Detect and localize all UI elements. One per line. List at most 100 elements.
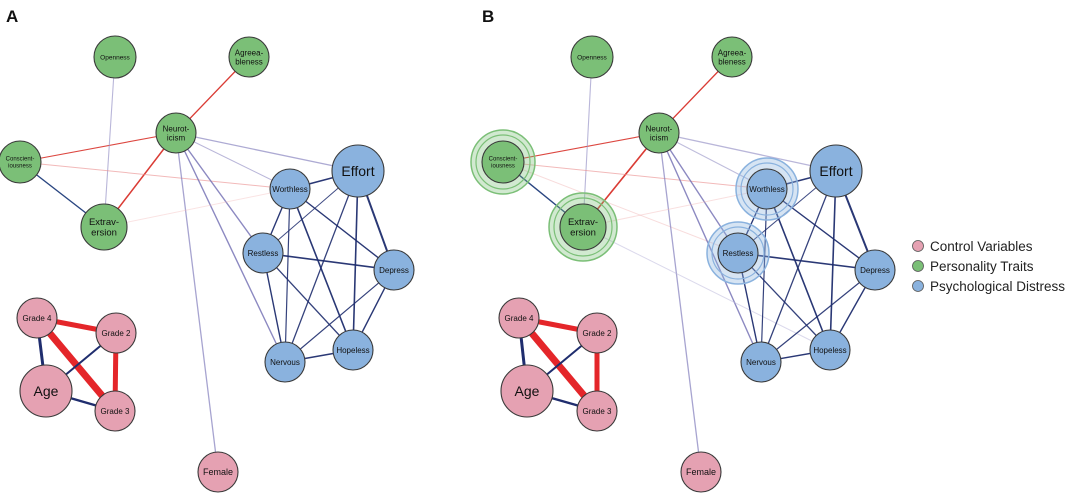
node-circle-grade3 (576, 390, 618, 432)
node-label-hopeless: Hopeless (336, 346, 369, 355)
edge-extra-hopeless (582, 226, 831, 351)
node-label-grade4: Grade 4 (23, 314, 52, 323)
node-label-neuro: icism (167, 133, 186, 142)
edge-worthless-depress (289, 188, 395, 271)
node-circle-nervous (264, 341, 306, 383)
node-label-worthless: Worthless (749, 185, 784, 194)
node-label-depress: Depress (379, 266, 409, 275)
node-neuro: Neurot-icism (155, 112, 197, 154)
edge-openness-extra (103, 56, 116, 228)
node-grade2: Grade 2 (95, 312, 137, 354)
legend-swatch-control (912, 240, 924, 252)
bridge-ring-worthless (740, 162, 794, 216)
node-hopeless: Hopeless (332, 329, 374, 371)
node-consc: Conscient-iousness (481, 140, 525, 184)
node-label-grade3: Grade 3 (101, 407, 130, 416)
node-label-extra: ersion (570, 228, 596, 239)
node-circle-grade4 (16, 297, 58, 339)
node-label-agree: bleness (718, 57, 746, 66)
edge-consc-worthless (502, 161, 768, 190)
edge-worthless-depress (766, 188, 876, 271)
node-restless: Restless (717, 232, 759, 274)
panel-label-a: A (6, 7, 18, 26)
node-neuro: Neurot-icism (638, 112, 680, 154)
node-circle-effort (809, 144, 863, 198)
node-label-consc: Conscient- (6, 157, 35, 163)
node-label-female: Female (203, 467, 233, 477)
edge-neuro-nervous (658, 132, 762, 363)
node-consc: Conscient-iousness (0, 140, 42, 184)
network-panel-a: Openness Agreea-blenessNeurot-icismConsci… (0, 35, 415, 493)
node-label-effort: Effort (819, 163, 852, 179)
node-female: Female (680, 451, 722, 493)
node-label-restless: Restless (723, 249, 754, 258)
node-label-depress: Depress (860, 266, 890, 275)
node-label-grade2: Grade 2 (102, 329, 131, 338)
edge-effort-hopeless (352, 170, 359, 351)
node-label-hopeless: Hopeless (813, 346, 846, 355)
bridge-ring-consc (475, 134, 531, 190)
node-circle-effort (331, 144, 385, 198)
edge-restless-hopeless (262, 252, 354, 351)
node-label-nervous: Nervous (746, 358, 776, 367)
node-label-grade4: Grade 4 (505, 314, 534, 323)
node-circle-age (19, 364, 73, 418)
node-circle-hopeless (332, 329, 374, 371)
node-worthless: Worthless (269, 168, 311, 210)
node-label-effort: Effort (341, 163, 374, 179)
node-circle-extra (80, 203, 128, 251)
edge-neuro-nervous (175, 132, 286, 363)
node-agree: Agreea-bleness (228, 36, 270, 78)
node-hopeless: Hopeless (809, 329, 851, 371)
node-label-neuro: icism (650, 133, 669, 142)
node-circle-female (197, 451, 239, 493)
node-extra: Extrav-ersion (80, 203, 128, 251)
edge-worthless-hopeless (289, 188, 354, 351)
node-age: Age (500, 364, 554, 418)
node-depress: Depress (373, 249, 415, 291)
legend: Control Variables Personality Traits Psy… (912, 239, 1065, 294)
node-nervous: Nervous (264, 341, 306, 383)
node-circle-openness (93, 35, 137, 79)
edge-neuro-restless (658, 132, 739, 254)
node-label-openness: Openness (100, 54, 130, 61)
network-panel-b: Openness Agreea-blenessNeurot-icismConsci… (470, 35, 896, 493)
node-circle-grade3 (94, 390, 136, 432)
node-circle-restless (717, 232, 759, 274)
node-circle-agree (228, 36, 270, 78)
edge-effort-nervous (284, 170, 359, 363)
node-circle-worthless (746, 168, 788, 210)
node-label-worthless: Worthless (272, 185, 307, 194)
node-grade3: Grade 3 (94, 390, 136, 432)
node-circle-hopeless (809, 329, 851, 371)
node-label-consc: iousness (8, 163, 32, 169)
legend-swatch-distress (912, 280, 924, 292)
edge-worthless-nervous (760, 188, 768, 363)
node-label-restless: Restless (248, 249, 279, 258)
node-circle-depress (854, 249, 896, 291)
edge-consc-worthless (19, 161, 291, 190)
node-effort: Effort (809, 144, 863, 198)
node-grade4: Grade 4 (498, 297, 540, 339)
panel-label-b: B (482, 7, 494, 26)
node-worthless: Worthless (746, 168, 788, 210)
node-circle-consc (481, 140, 525, 184)
node-circle-consc (0, 140, 42, 184)
node-grade3: Grade 3 (576, 390, 618, 432)
edge-restless-depress (262, 252, 395, 271)
node-label-grade3: Grade 3 (583, 407, 612, 416)
node-agree: Agreea-bleness (711, 36, 753, 78)
node-label-agree: Agreea- (235, 48, 264, 57)
node-age: Age (19, 364, 73, 418)
node-female: Female (197, 451, 239, 493)
edge-worthless-hopeless (766, 188, 831, 351)
node-label-female: Female (686, 467, 716, 477)
node-label-extra: ersion (91, 228, 117, 239)
edge-neuro-effort (658, 132, 837, 172)
node-openness: Openness (570, 35, 614, 79)
node-circle-nervous (740, 341, 782, 383)
node-grade4: Grade 4 (16, 297, 58, 339)
node-restless: Restless (242, 232, 284, 274)
node-label-age: Age (515, 383, 540, 399)
node-label-extra: Extrav- (89, 217, 119, 228)
